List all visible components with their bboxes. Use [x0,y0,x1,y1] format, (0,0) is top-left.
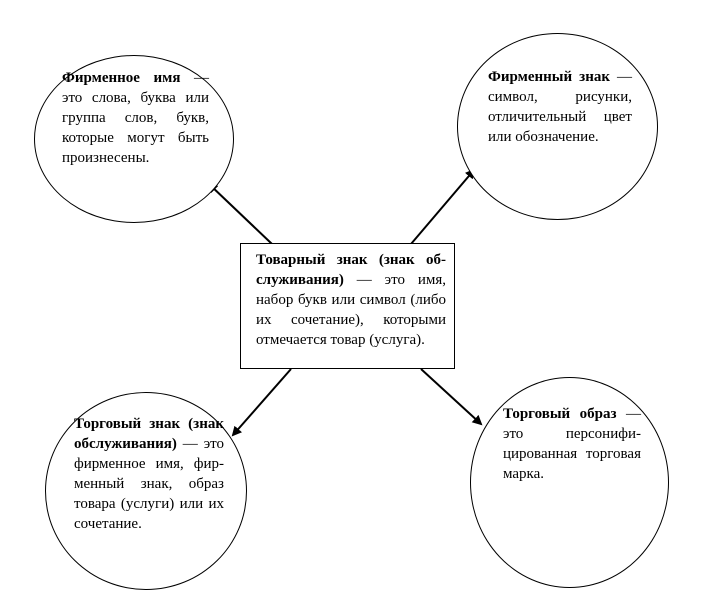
node-trade-image [470,377,669,588]
node-brand-name-text: Фирменное имя — это слова, буква или гру… [62,68,209,168]
node-trade-sign-definition: — это фир­менное имя, фир­менный знак, о… [74,436,224,532]
arrow-to-top-left [207,182,273,245]
node-brand-name-title: Фирменное имя [62,70,181,86]
node-trade-image-title: Торговый образ [503,406,617,422]
node-trade-sign [45,392,247,590]
node-trademark-title: Товарный знак (знак об­служивания) [256,252,446,288]
node-trade-sign-text: Торговый знак (знак обслужива­ния) — это… [74,414,224,534]
arrow-to-bottom-right [420,368,483,426]
node-trade-image-text: Торговый образ — это персонифи­цированна… [503,404,641,484]
node-trade-image-definition: — это персонифи­цированная торго­вая мар… [503,406,641,482]
node-trademark-text: Товарный знак (знак об­служивания) — это… [256,250,446,350]
arrow-to-top-right [410,168,476,245]
node-trademark [240,243,455,369]
node-brand-mark [457,33,658,220]
node-brand-mark-definition: — символ, рисун­ки, отличительный цвет и… [488,69,632,145]
node-brand-name [34,55,234,223]
arrow-to-bottom-left [231,368,292,437]
node-trade-sign-title: Торговый знак (знак обслужива­ния) [74,416,224,452]
node-trademark-definition: — это имя, набор букв или символ (либо и… [256,272,446,348]
node-brand-mark-text: Фирменный знак — символ, рисун­ки, отлич… [488,67,632,147]
node-brand-mark-title: Фирменный знак [488,69,610,85]
node-brand-name-definition: — это слова, буква или группа слов, букв… [62,70,209,166]
